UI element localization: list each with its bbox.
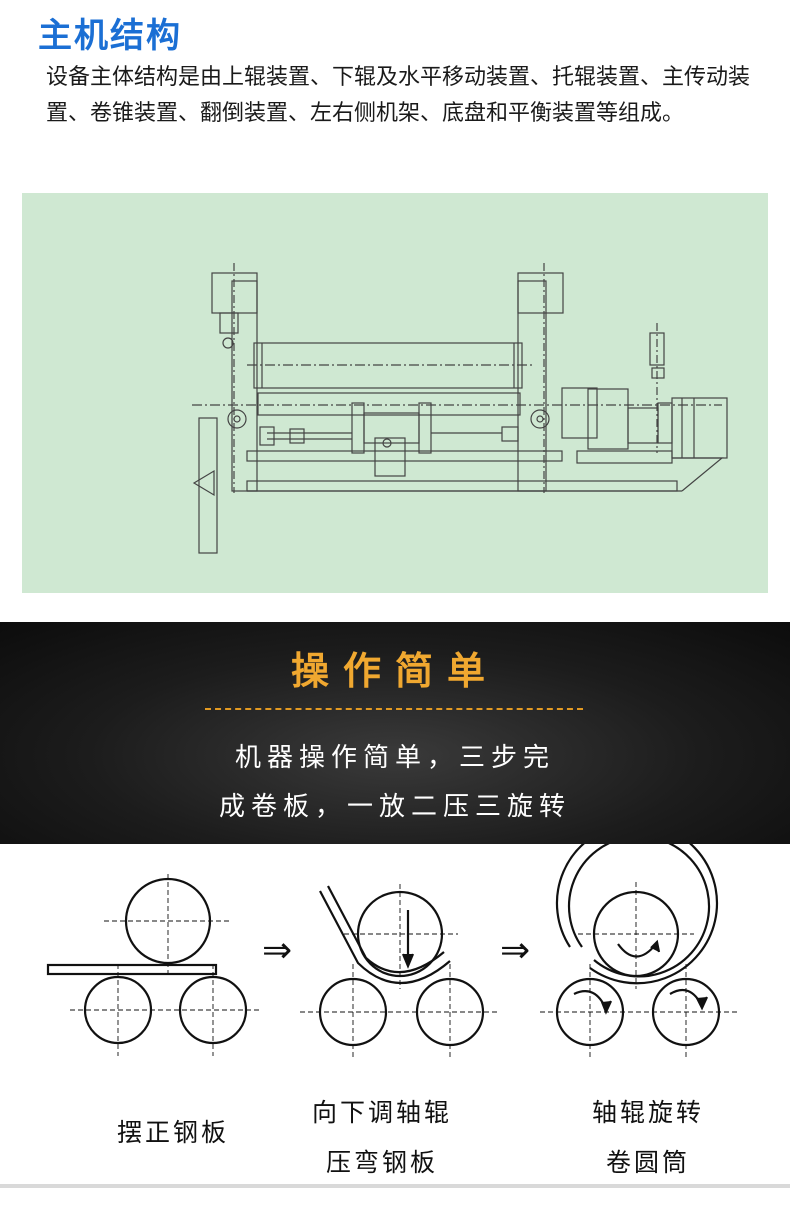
step-arrow-2: ⇒	[500, 930, 530, 971]
slogan-line-1: 机器操作简单，三步完	[234, 743, 555, 773]
bottom-divider	[0, 1184, 790, 1188]
title-dashed-divider	[205, 708, 583, 710]
step3-caption-line2: 卷圆筒	[605, 1148, 690, 1177]
rolling-steps-diagram: ⇒ ⇒	[0, 822, 790, 1184]
step2-diagram	[300, 884, 500, 1059]
structure-description: 设备主体结构是由上辊装置、下辊及水平移动装置、托辊装置、主传动装置、卷锥装置、翻…	[46, 65, 751, 126]
dark-banner-background	[0, 622, 790, 844]
step2-caption-line1: 向下调轴辊	[311, 1098, 452, 1127]
step2-caption-line2: 压弯钢板	[325, 1148, 438, 1177]
step3-diagram	[540, 822, 740, 1059]
step1-diagram	[46, 874, 262, 1056]
slogan-line-2: 成卷板，一放二压三旋转	[218, 792, 571, 822]
step1-caption: 摆正钢板	[116, 1118, 229, 1147]
section-title-easy-operation: 操作简单	[290, 649, 499, 693]
step3-caption-line1: 轴辊旋转	[591, 1098, 704, 1127]
step-arrow-1: ⇒	[262, 930, 292, 971]
section-title-main-structure: 主机结构	[38, 16, 182, 56]
machine-technical-drawing	[192, 263, 728, 554]
machine-drawing-panel	[22, 193, 768, 593]
